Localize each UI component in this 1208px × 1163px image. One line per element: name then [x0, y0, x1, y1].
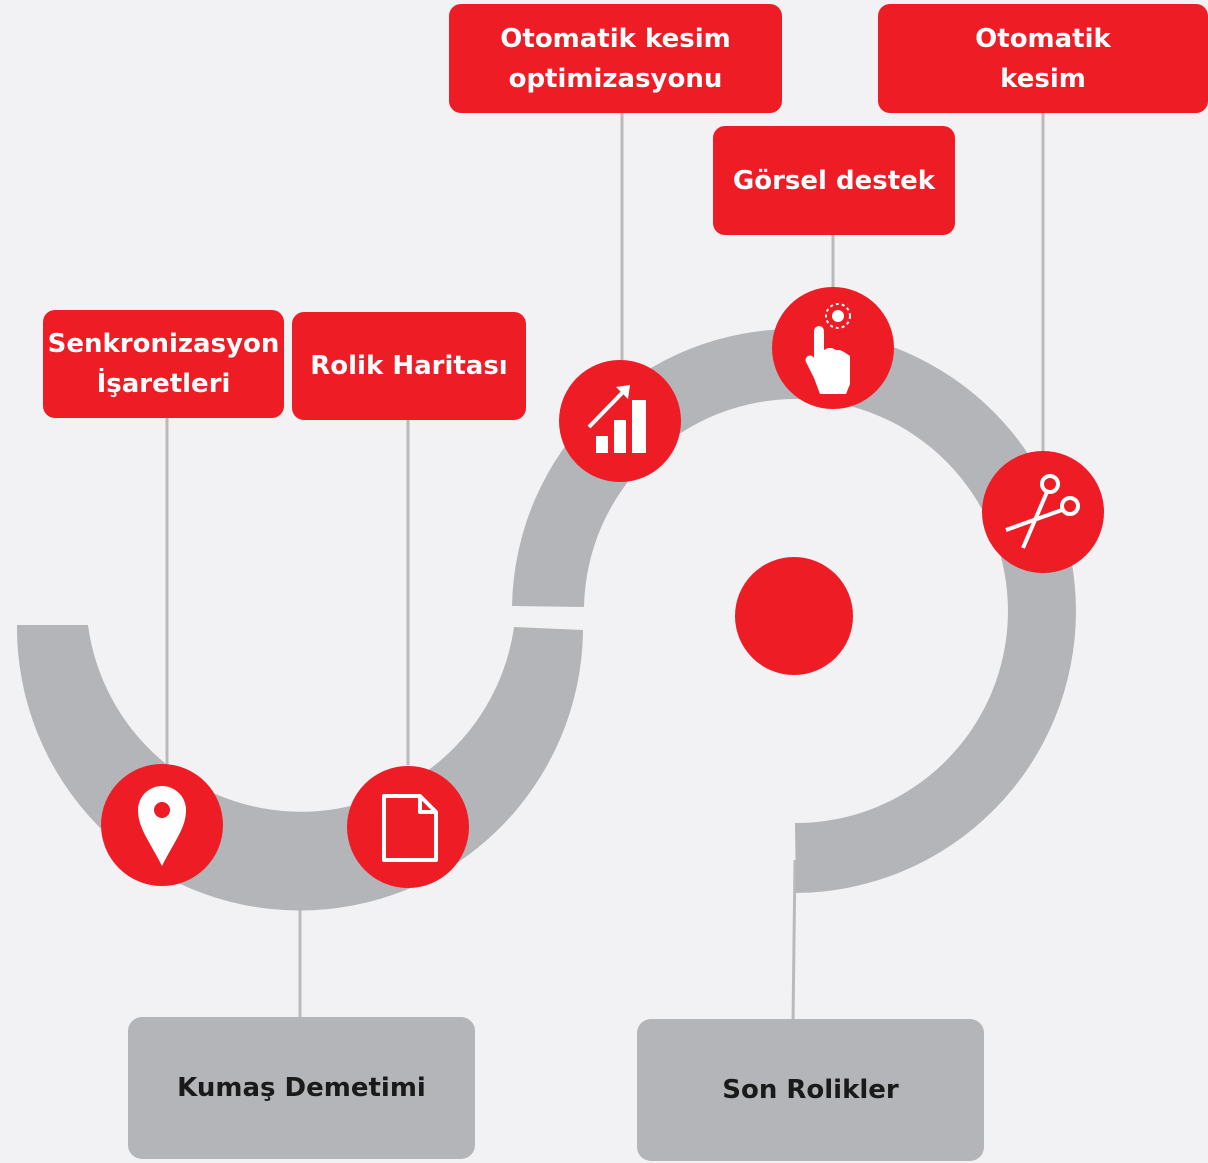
start-stage-label: Kumaş Demetimi — [177, 1073, 426, 1103]
optimization-label-line1: Otomatik kesim — [500, 23, 731, 54]
auto-cut-label-line1: Otomatik — [975, 23, 1111, 54]
left-track — [16, 625, 584, 911]
auto-cut-label-line2: kesim — [1000, 63, 1086, 94]
roll-map-label-box: Rolik Haritası — [292, 312, 526, 420]
sync-label-line1: Senkronizasyon — [47, 329, 280, 359]
auto-cut-node[interactable] — [982, 451, 1104, 573]
scissors-icon — [1005, 474, 1080, 549]
roll-map-label: Rolik Haritası — [310, 351, 508, 381]
sync-label-box: Senkronizasyon İşaretleri — [43, 310, 284, 418]
growth-chart-icon — [587, 385, 646, 453]
optimization-label-box: Otomatik kesim optimizasyonu — [449, 4, 782, 113]
optimization-label-line2: optimizasyonu — [508, 63, 723, 94]
visual-node[interactable] — [772, 287, 894, 409]
visual-label-box: Görsel destek — [713, 126, 955, 235]
connector-lines — [165, 112, 1045, 1023]
auto-cut-label-box: Otomatik kesim — [878, 4, 1208, 113]
map-pin-icon — [138, 786, 186, 866]
visual-label: Görsel destek — [732, 165, 936, 196]
sync-label-line2: İşaretleri — [96, 369, 231, 399]
center-dot — [735, 557, 853, 675]
connector-end — [791, 859, 797, 1023]
roll-map-node[interactable] — [347, 766, 469, 888]
start-stage-box: Kumaş Demetimi — [128, 1017, 475, 1159]
optimization-node[interactable] — [559, 360, 681, 482]
end-stage-box: Son Rolikler — [637, 1019, 984, 1161]
sync-node[interactable] — [101, 764, 223, 886]
touch-hand-icon — [805, 303, 851, 394]
end-stage-label: Son Rolikler — [722, 1075, 899, 1105]
document-icon — [382, 794, 438, 862]
